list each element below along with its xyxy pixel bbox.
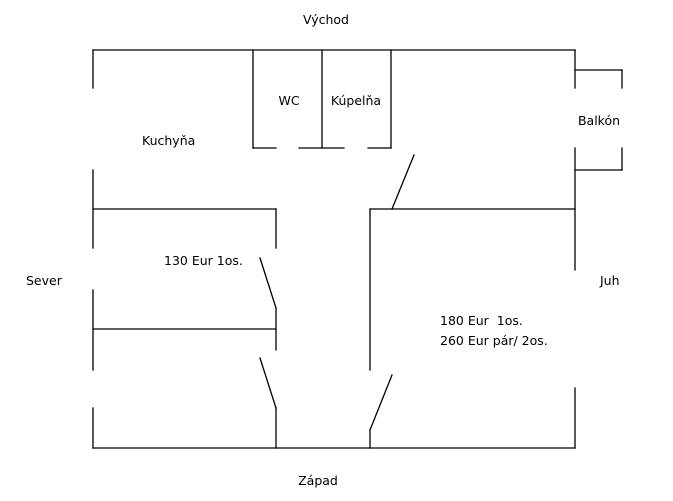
- label-south: Juh: [599, 273, 620, 288]
- door-big-room-west: [369, 374, 393, 431]
- wc-bathroom-block: [252, 49, 392, 149]
- label-west: Západ: [298, 473, 338, 488]
- small-room: [92, 208, 277, 449]
- label-wc: WC: [278, 93, 299, 108]
- label-bathroom: Kúpelňa: [331, 93, 381, 108]
- label-balcony: Balkón: [578, 113, 620, 128]
- price-small-room: 130 Eur 1os.: [164, 253, 243, 268]
- big-room: [369, 208, 576, 449]
- balcony: [574, 69, 623, 171]
- label-kitchen: Kuchyňa: [142, 133, 195, 148]
- door-big-room-east: [391, 154, 415, 210]
- door-small-room: [259, 257, 277, 309]
- outer-walls: [92, 49, 576, 449]
- price-big-room-pair: 260 Eur pár/ 2os.: [440, 333, 548, 348]
- door-corridor-west: [259, 357, 277, 409]
- label-north: Sever: [26, 273, 63, 288]
- label-east: Východ: [303, 12, 349, 27]
- price-big-room-single: 180 Eur 1os.: [440, 313, 523, 328]
- doors: [259, 154, 415, 431]
